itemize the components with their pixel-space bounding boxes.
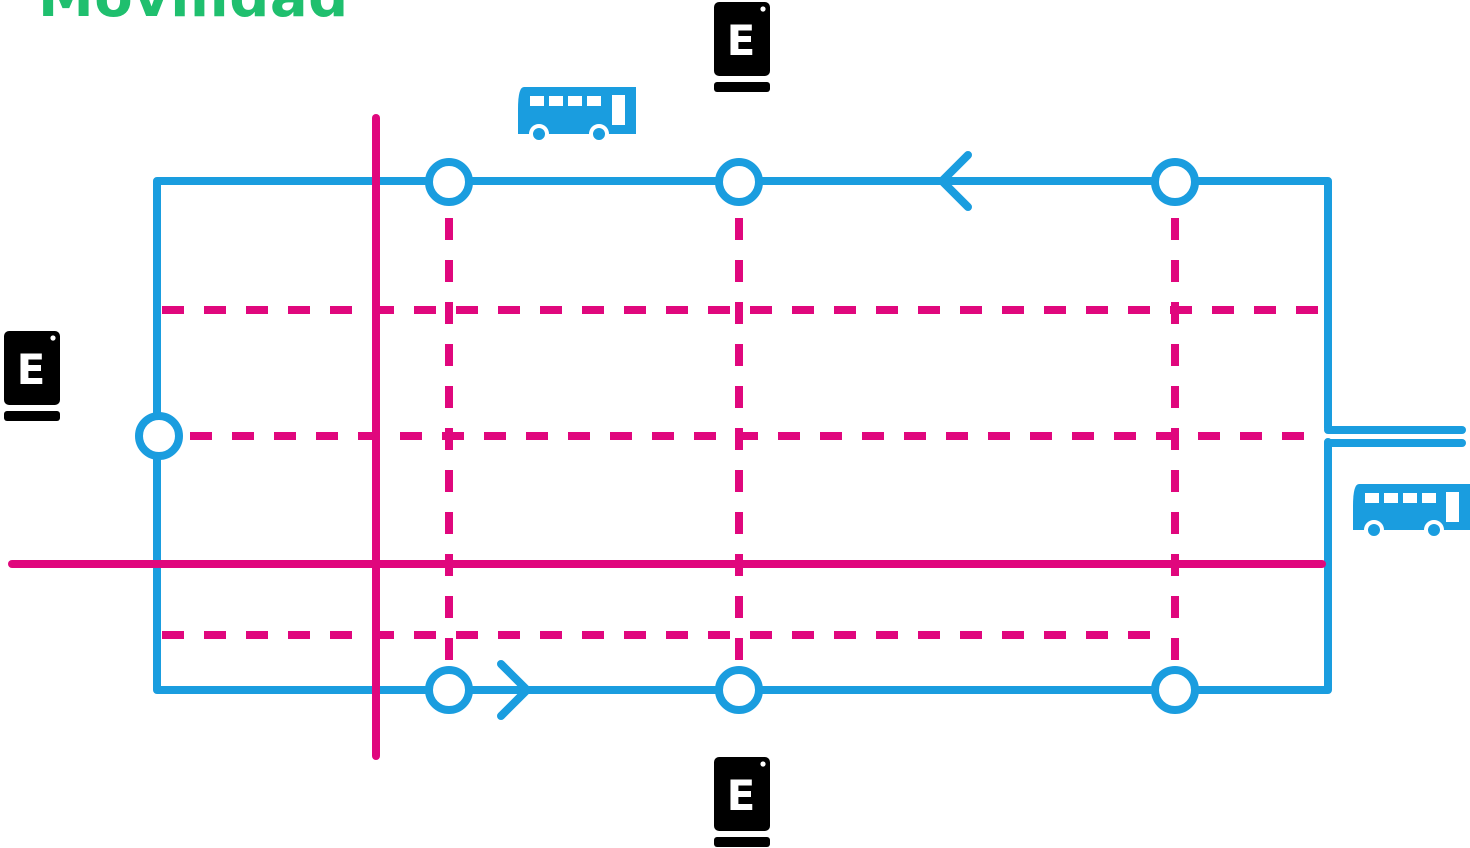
page-title: Movilidad [38, 0, 349, 26]
bus-stop-icon [715, 158, 763, 206]
school-sign-label: E [727, 771, 756, 820]
bus-stop-icon [1151, 666, 1199, 714]
school-sign-label: E [17, 345, 46, 394]
school-sign-icon: E [714, 757, 770, 847]
bus-icon [1353, 484, 1470, 540]
bus-stop-icon [425, 666, 473, 714]
bus-stop-icon [1151, 158, 1199, 206]
bus-icon [518, 87, 636, 144]
bus-stop-icon [135, 412, 183, 460]
arrow-left-icon [938, 151, 972, 211]
school-sign-icon: E [714, 2, 770, 92]
main-routes [8, 114, 1326, 760]
bus-stop-icon [425, 158, 473, 206]
bus-stops [135, 158, 1199, 714]
school-sign-label: E [727, 16, 756, 65]
bus-stop-icon [715, 666, 763, 714]
secondary-routes [162, 218, 1322, 668]
school-sign-icon: E [4, 331, 60, 421]
arrow-right-icon [497, 660, 531, 720]
